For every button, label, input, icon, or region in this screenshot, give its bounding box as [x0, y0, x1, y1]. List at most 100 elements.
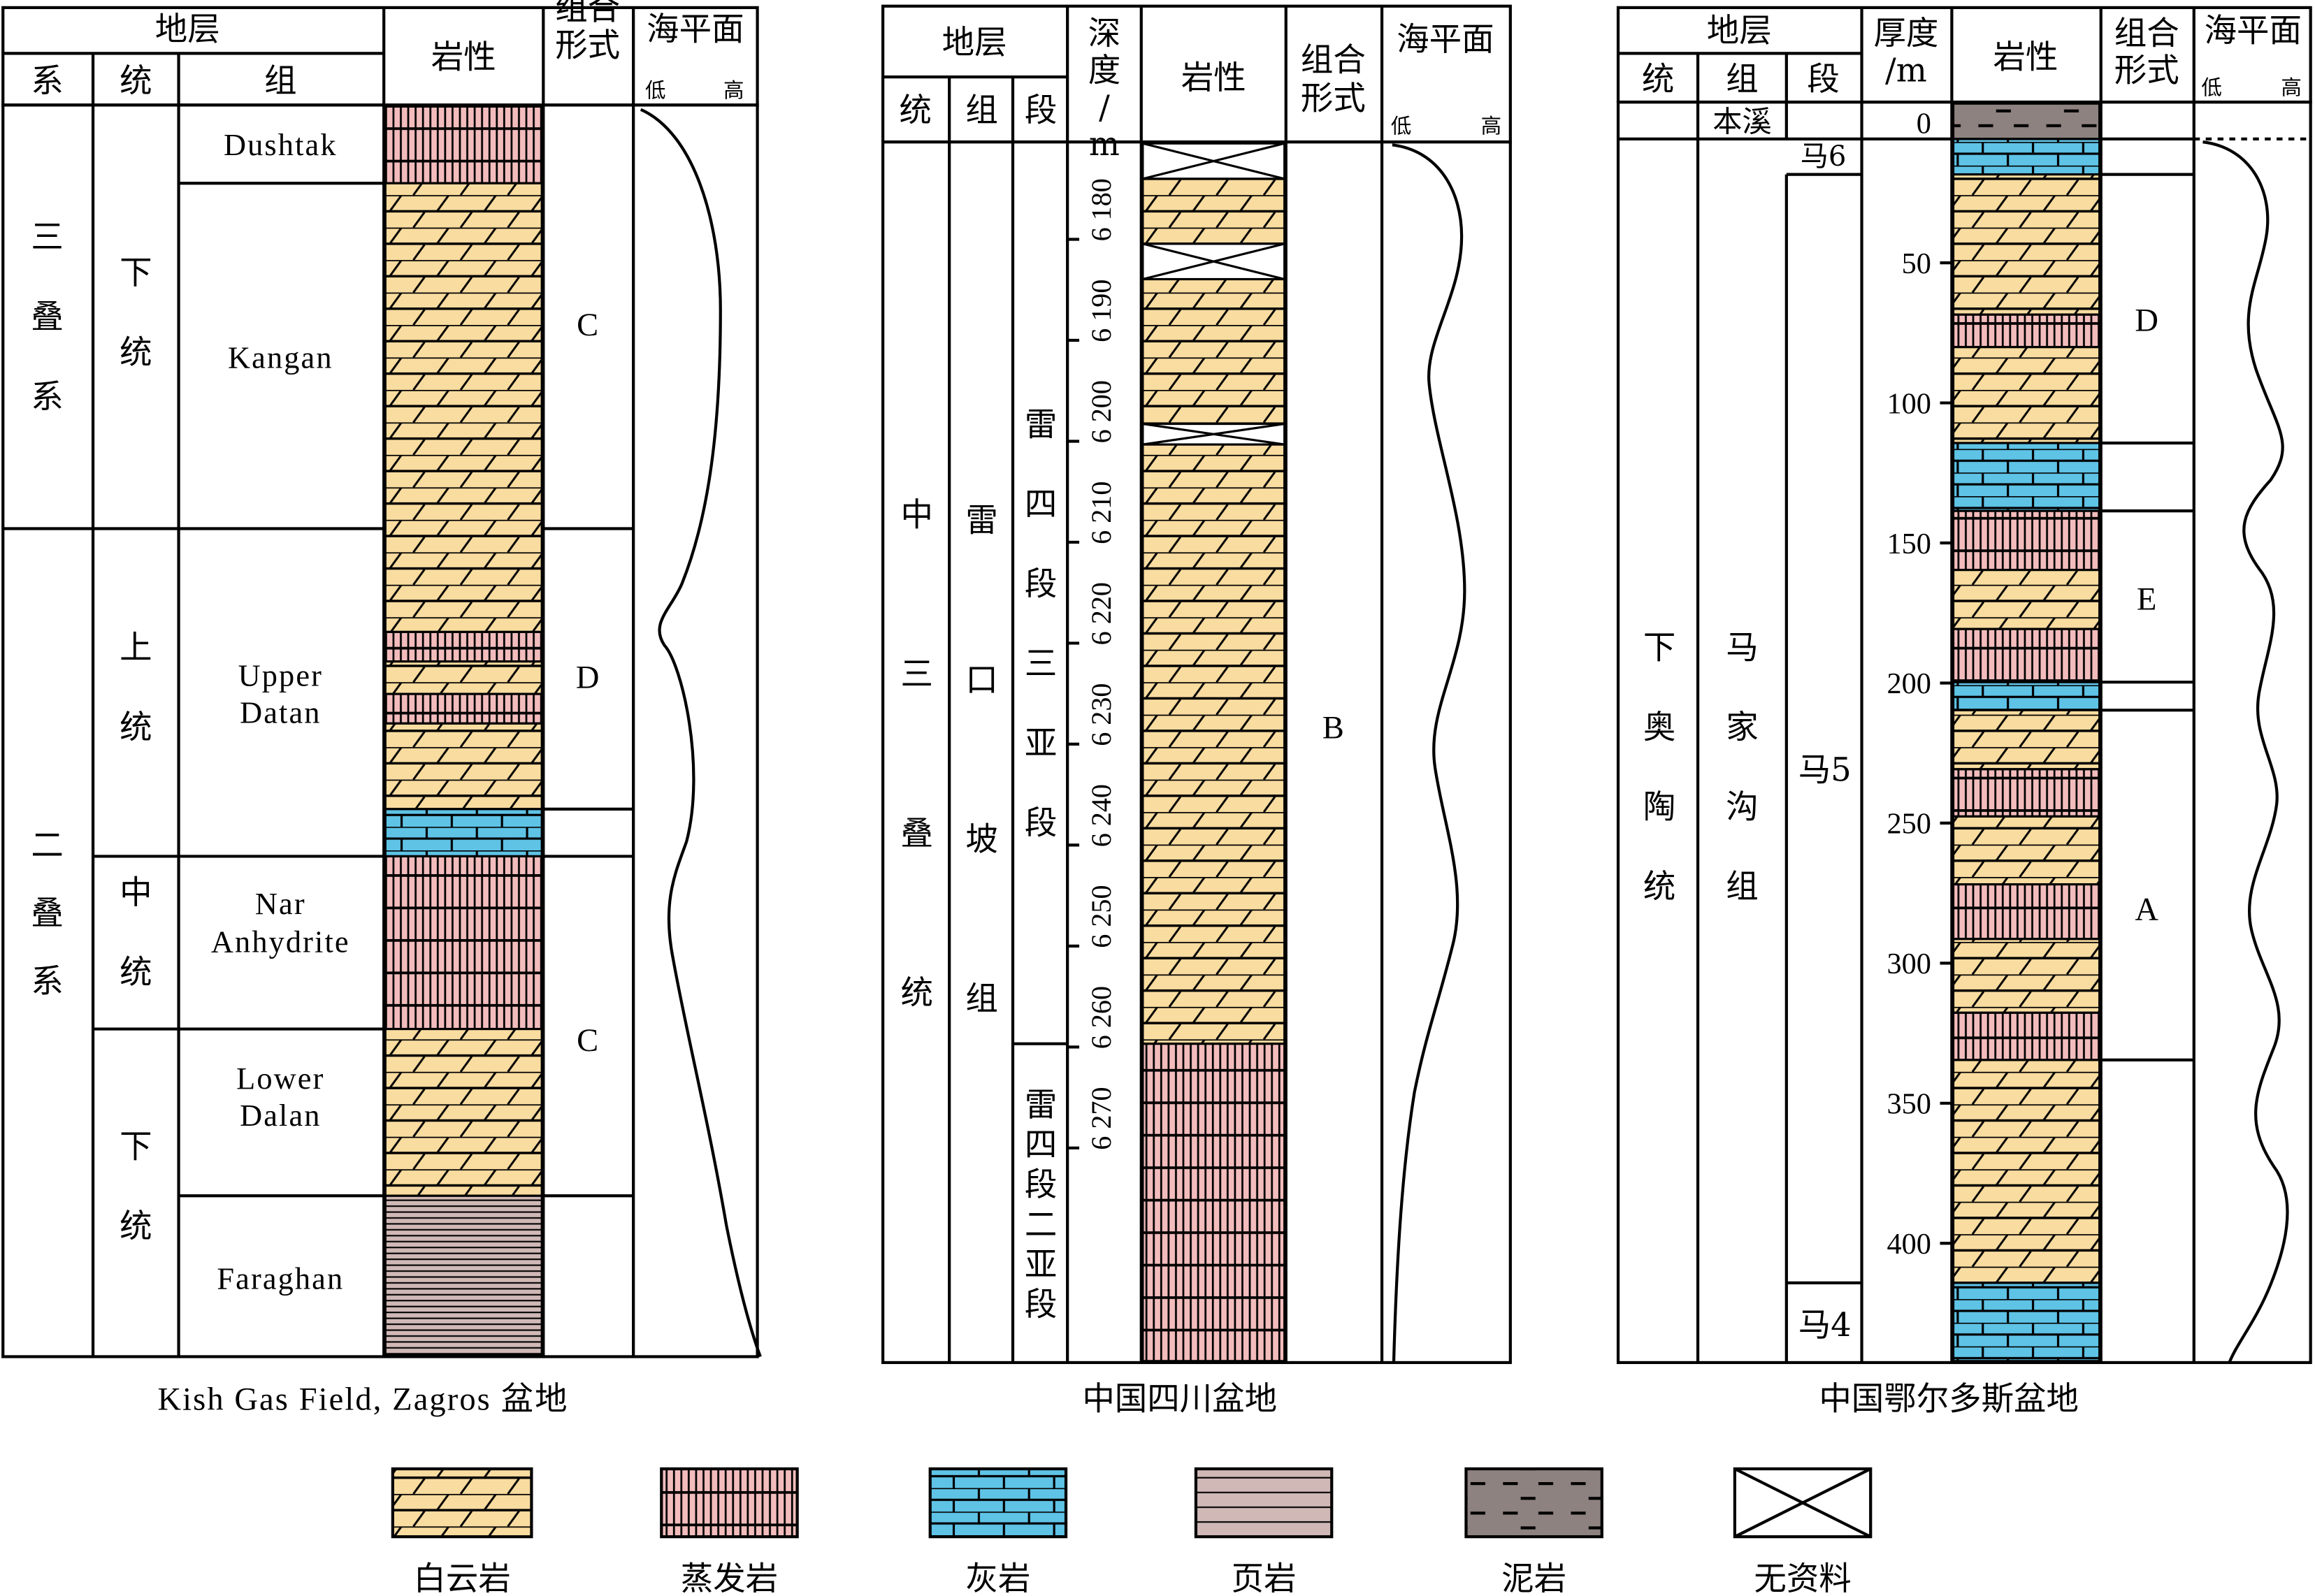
kish-text: 地层 系 统 组 岩性 组合形式 海平面 低 高 三叠系 二叠系 下统 上统 中… — [31, 0, 744, 1418]
kish-header-low: 低 — [645, 79, 666, 103]
ordos-benxi: 本溪 — [1712, 104, 1771, 138]
legend-swatch-mudstone — [1464, 1467, 1603, 1539]
ordos-header-thickness: 厚度/m — [1873, 15, 1938, 89]
legend-label-limestone: 灰岩 — [965, 1560, 1030, 1596]
ordos-header-stratum: 地层 — [1707, 11, 1772, 49]
ordos-member-ma6: 马6 — [1801, 140, 1847, 173]
ordos-sea-level-curve — [2202, 140, 2289, 1363]
kish-header-formation: 组 — [264, 61, 296, 99]
legend-item-limestone: 灰岩 — [928, 1467, 1068, 1596]
kish-formation-faraghan: Faraghan — [217, 1261, 344, 1296]
legend-item-dolomite: 白云岩 — [391, 1467, 533, 1596]
kish-header-high: 高 — [723, 79, 744, 103]
kish-combo-d: D — [576, 660, 600, 696]
kish-series-upper: 上统 — [120, 628, 152, 746]
legend-swatch-evaporite — [660, 1467, 799, 1539]
sichuan-depth-tick-label: 6 260 — [1086, 986, 1117, 1049]
ordos-header-formation: 组 — [1726, 60, 1758, 98]
ordos-thickness-tick-label: 250 — [1887, 808, 1931, 841]
ordos-lithology — [1952, 102, 2101, 1363]
sichuan-formation: 雷口坡组 — [965, 502, 997, 1017]
kish-header-system: 系 — [31, 61, 63, 99]
legend-swatch-limestone — [928, 1467, 1068, 1539]
sichuan-depth-tick-label: 6 240 — [1086, 784, 1117, 847]
ordos-thickness-tick-label: 150 — [1887, 528, 1931, 560]
legend-swatch-dolomite — [391, 1467, 533, 1539]
legend: 白云岩 蒸发岩 灰岩 页岩 泥岩 无资料 — [391, 1467, 1873, 1596]
sichuan-header-formation: 组 — [965, 92, 997, 129]
legend-label-no-data: 无资料 — [1754, 1560, 1851, 1596]
ordos-thickness-tick-label: 0 — [1917, 107, 1931, 140]
ordos-header-low: 低 — [2201, 76, 2222, 100]
ordos-header-sea-level: 海平面 — [2205, 11, 2302, 49]
sichuan-depth-tick-label: 6 210 — [1086, 481, 1117, 544]
legend-item-no-data: 无资料 — [1733, 1467, 1873, 1596]
sichuan-depth-ticks — [1067, 238, 1080, 1149]
sichuan-depth-tick-label: 6 230 — [1086, 683, 1117, 746]
ordos-thickness-tick-label: 50 — [1902, 247, 1931, 280]
kish-formation-kangan: Kangan — [228, 340, 333, 375]
ordos-thickness-tick-label: 100 — [1887, 387, 1931, 420]
sichuan-header-stratum: 地层 — [942, 23, 1007, 61]
kish-system-permian: 二叠系 — [31, 826, 63, 999]
sichuan-header-member: 段 — [1025, 92, 1057, 129]
sichuan-lithology — [1141, 142, 1286, 1363]
kish-header-combo: 组合形式 — [555, 0, 620, 64]
sichuan-member-upper: 雷四段三亚段 — [1025, 405, 1057, 841]
kish-series-lower-p: 下统 — [120, 1127, 152, 1245]
kish-header-series: 统 — [120, 61, 152, 99]
ordos-thickness-tick-label: 400 — [1887, 1228, 1931, 1261]
kish-series-lower-tr: 下统 — [120, 254, 152, 371]
sichuan-depth-tick-label: 6 250 — [1086, 885, 1117, 948]
kish-combo-c-lower: C — [577, 1023, 598, 1059]
sichuan-header-combo: 组合形式 — [1301, 41, 1366, 117]
ordos-header-lithology: 岩性 — [1993, 38, 2058, 75]
sichuan-column-title: 中国四川盆地 — [1082, 1380, 1277, 1418]
legend-label-shale: 页岩 — [1232, 1560, 1297, 1596]
kish-series-middle: 中统 — [120, 873, 152, 991]
sichuan-column — [881, 4, 1512, 1365]
ordos-header-combo: 组合形式 — [2114, 15, 2179, 89]
legend-swatch-shale — [1194, 1467, 1334, 1539]
ordos-thickness-tick-label: 200 — [1887, 667, 1931, 700]
sichuan-depth-tick-label: 6 200 — [1086, 380, 1117, 443]
sichuan-depth-tick-label: 6 180 — [1086, 178, 1117, 241]
kish-header-sea-level: 海平面 — [647, 10, 744, 48]
sichuan-series: 中三叠统 — [900, 495, 932, 1011]
sichuan-depth-tick-labels: 6 180 6 190 6 200 6 210 6 220 6 230 6 240 6 250… — [1086, 178, 1117, 1150]
ordos-thickness-ticks — [1940, 261, 1952, 1245]
ordos-thickness-tick-label: 300 — [1887, 948, 1931, 980]
kish-column — [1, 6, 759, 1358]
kish-lithology — [384, 105, 543, 1356]
ordos-header-series: 统 — [1642, 60, 1674, 98]
sichuan-header-depth: 深度/m — [1088, 15, 1120, 163]
ordos-formation: 马家沟组 — [1726, 628, 1758, 905]
sichuan-header-high: 高 — [1481, 114, 1502, 138]
ordos-header-member: 段 — [1807, 60, 1839, 98]
legend-label-evaporite: 蒸发岩 — [681, 1560, 778, 1596]
kish-header-lithology: 岩性 — [431, 38, 496, 75]
sichuan-sea-level-curve — [1392, 143, 1466, 1363]
sichuan-depth-tick-label: 6 220 — [1086, 582, 1117, 645]
ordos-column — [1616, 6, 2312, 1365]
sichuan-text: 地层 统 组 段 深度/m 岩性 组合形式 海平面 低 高 中三叠统 雷口坡组 … — [899, 15, 1501, 1418]
legend-item-mudstone: 泥岩 — [1464, 1467, 1603, 1596]
ordos-thickness-tick-label: 350 — [1887, 1088, 1931, 1121]
kish-combo-c-upper: C — [577, 307, 598, 343]
kish-header-stratum: 地层 — [155, 10, 220, 48]
ordos-member-ma4: 马4 — [1798, 1306, 1852, 1344]
ordos-member-ma5: 马5 — [1798, 751, 1852, 789]
sichuan-depth-tick-label: 6 190 — [1086, 280, 1117, 342]
sichuan-header-sea-level: 海平面 — [1397, 20, 1494, 58]
ordos-combo-d: D — [2135, 303, 2158, 338]
sichuan-header-lithology: 岩性 — [1181, 59, 1246, 96]
ordos-header-high: 高 — [2281, 76, 2302, 100]
ordos-thickness-tick-labels: 0 50 100 150 200 250 300 350 400 — [1887, 107, 1931, 1261]
legend-item-shale: 页岩 — [1194, 1467, 1334, 1596]
kish-sea-level-curve — [640, 108, 762, 1358]
kish-formation-dushtak: Dushtak — [224, 127, 338, 162]
legend-item-evaporite: 蒸发岩 — [660, 1467, 799, 1596]
